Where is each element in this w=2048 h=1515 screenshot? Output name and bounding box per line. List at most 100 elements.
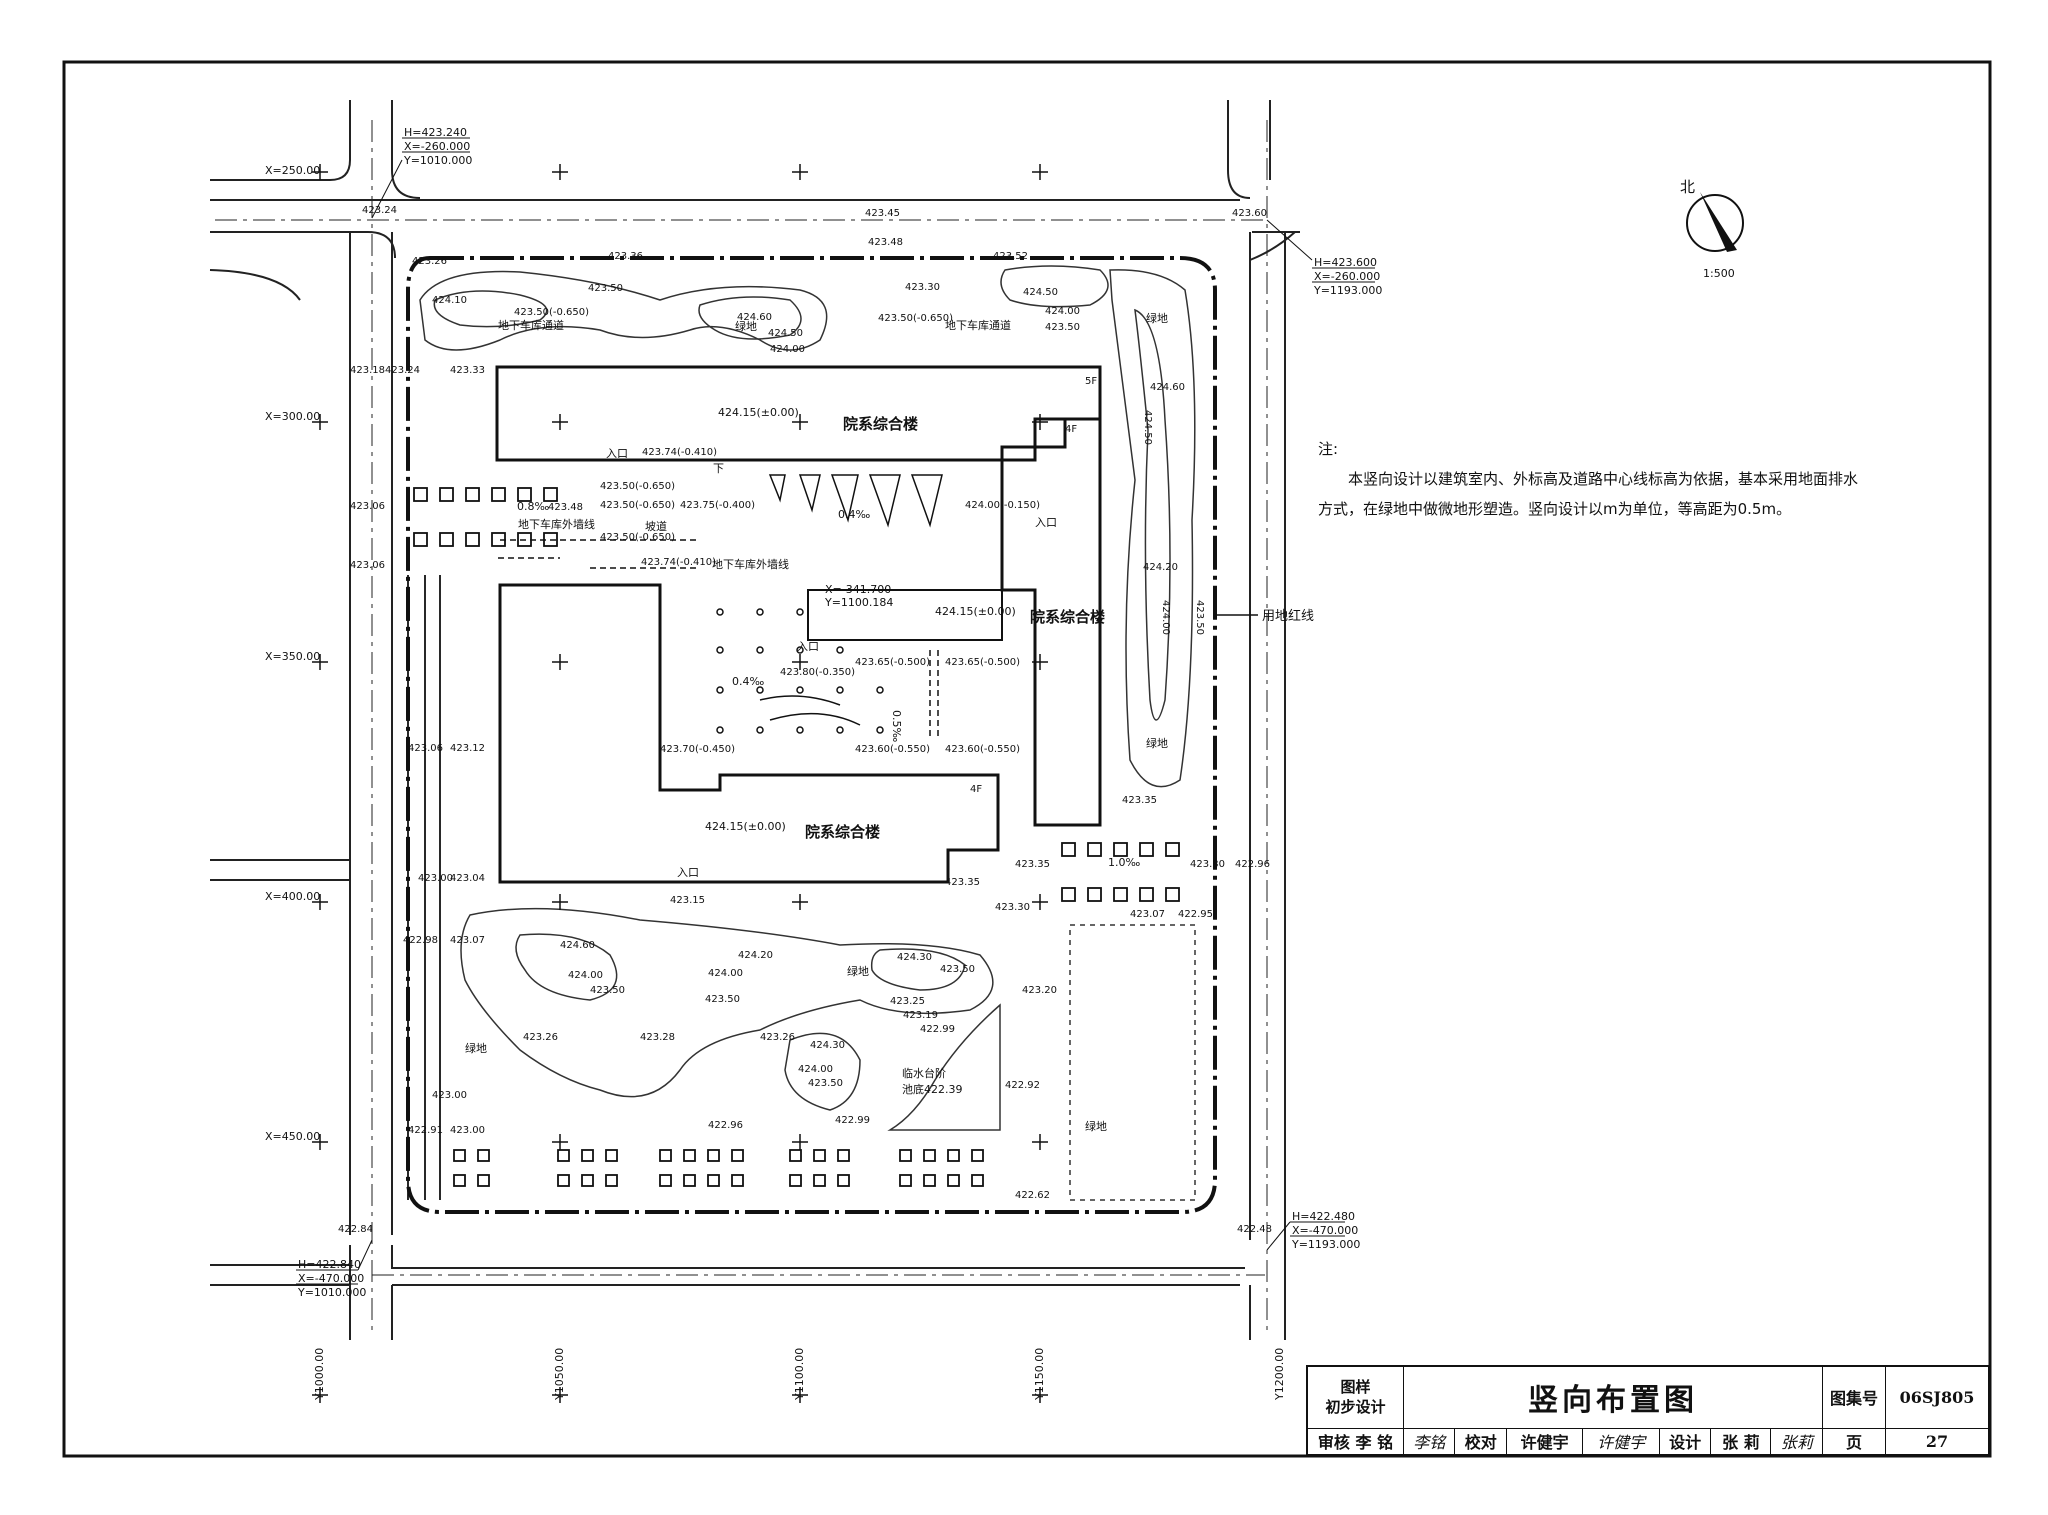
ramp-passage-label: 地下车库通道 bbox=[945, 318, 1011, 332]
elevation-point: 423.50 bbox=[940, 964, 975, 975]
elevation-point: 423.52 bbox=[993, 251, 1028, 262]
notes-line-1: 本竖向设计以建筑室内、外标高及道路中心线标高为依据，基本采用地面排水 bbox=[1348, 470, 1859, 488]
elevation-point: 423.00 bbox=[418, 873, 453, 884]
coord-point-y: Y=1100.184 bbox=[824, 596, 893, 609]
coord-tr-h: H=423.600 bbox=[1314, 256, 1377, 269]
elevation-point: 423.12 bbox=[450, 743, 485, 754]
grid-y-labels: Y1000.00 Y1050.00 Y1100.00 Y1150.00 Y120… bbox=[313, 1348, 1286, 1401]
elevation-point: 423.60(-0.550) bbox=[855, 744, 930, 755]
design-notes: 注: 本竖向设计以建筑室内、外标高及道路中心线标高为依据，基本采用地面排水 方式… bbox=[1318, 434, 1918, 524]
elevation-point: 423.20 bbox=[1022, 985, 1057, 996]
plaza-features bbox=[498, 474, 943, 740]
greenland-label: 绿地 bbox=[1146, 311, 1168, 325]
coord-tr-x: X=-260.000 bbox=[1314, 270, 1380, 283]
elevation-point: 422.62 bbox=[1015, 1190, 1050, 1201]
elevation-point: 423.07 bbox=[450, 935, 485, 946]
building-north bbox=[495, 365, 1102, 462]
pool-bottom-label: 池底422.39 bbox=[902, 1082, 963, 1096]
elevation-point: 424.60 bbox=[1150, 382, 1185, 393]
ramp-passage-label: 地下车库通道 bbox=[498, 318, 564, 332]
elevation-point: 423.50 bbox=[588, 283, 623, 294]
north-arrow-circle bbox=[1686, 194, 1744, 252]
elevation-point: 423.74(-0.410) bbox=[642, 447, 717, 458]
elevation-point: 423.50 bbox=[590, 985, 625, 996]
elevation-point: 424.00 bbox=[798, 1064, 833, 1075]
coord-br-x: X=-470.000 bbox=[1292, 1224, 1358, 1237]
elevation-point: 424.50 bbox=[768, 328, 803, 339]
scale-label: 1:500 bbox=[1703, 267, 1735, 280]
design-label: 设计 bbox=[1658, 1427, 1712, 1456]
elevation-point: 422.99 bbox=[835, 1115, 870, 1126]
elevation-point: 423.26 bbox=[412, 256, 447, 267]
grid-y-label: Y1150.00 bbox=[1033, 1348, 1046, 1401]
atlas-number: 06SJ805 bbox=[1885, 1365, 1990, 1429]
elevation-point: 424.00 bbox=[1045, 306, 1080, 317]
down-label: 下 bbox=[713, 462, 724, 475]
road-network bbox=[209, 100, 1300, 1340]
elevation-point: 422.96 bbox=[1235, 859, 1270, 870]
elevation-point: 423.30 bbox=[1190, 859, 1225, 870]
elevation-point: 423.07 bbox=[1130, 909, 1165, 920]
elevation-point: 423.28 bbox=[640, 1032, 675, 1043]
elevation-point: 423.50 bbox=[808, 1078, 843, 1089]
site-boundary bbox=[406, 256, 1217, 1214]
elevation-point: 423.30 bbox=[995, 902, 1030, 913]
elevation-point: 424.00(-0.150) bbox=[965, 500, 1040, 511]
grid-x-label: X=300.00 bbox=[265, 410, 320, 423]
elevation-point: 423.65(-0.500) bbox=[855, 657, 930, 668]
elevation-point: 423.06 bbox=[350, 501, 385, 512]
elevation-point: 424.00 bbox=[770, 344, 805, 355]
drawing-title: 竖向布置图 bbox=[1403, 1365, 1823, 1429]
elevation-point: 423.75(-0.400) bbox=[680, 500, 755, 511]
coord-tl-x: X=-260.000 bbox=[404, 140, 470, 153]
elevation-point: 423.26 bbox=[760, 1032, 795, 1043]
elevation-point: 423.65(-0.500) bbox=[945, 657, 1020, 668]
elevation-point: 423.60 bbox=[1232, 208, 1267, 219]
elevation-point: 423.06 bbox=[408, 743, 443, 754]
stage-line-2: 初步设计 bbox=[1325, 1398, 1386, 1417]
elevation-point: 424.60 bbox=[560, 940, 595, 951]
elevation-point: 422.99 bbox=[920, 1024, 955, 1035]
slope-label: 0.5‰ bbox=[890, 710, 903, 742]
review-cell: 审核 李 铭 bbox=[1306, 1427, 1404, 1456]
building-elev: 424.15(±0.00) bbox=[718, 406, 799, 419]
elevation-point: 424.30 bbox=[810, 1040, 845, 1051]
site-labels: 入口 入口 入口 入口 绿地 绿地 绿地 绿地 绿地 绿地 地下车库通道 地下车… bbox=[465, 311, 1314, 1133]
coord-bl-y: Y=1010.000 bbox=[297, 1286, 366, 1299]
elevation-point: 424.00 bbox=[568, 970, 603, 981]
elevation-point: 424.30 bbox=[897, 952, 932, 963]
elevation-point: 423.25 bbox=[890, 996, 925, 1007]
entrance-label: 入口 bbox=[797, 640, 819, 653]
elevation-point: 422.95 bbox=[1178, 909, 1213, 920]
building-floors: 5F bbox=[1085, 376, 1097, 387]
elevation-point: 423.06 bbox=[350, 560, 385, 571]
check-signature: 许健宇 bbox=[1582, 1427, 1660, 1456]
page-number: 27 bbox=[1885, 1427, 1990, 1456]
coord-bl-h: H=422.840 bbox=[298, 1258, 361, 1271]
check-label: 校对 bbox=[1454, 1427, 1507, 1456]
elevation-point: 423.48 bbox=[548, 502, 583, 513]
elevation-point: 423.35 bbox=[1015, 859, 1050, 870]
title-block: 图样 初步设计 竖向布置图 图集号 06SJ805 审核 李 铭 李铭 校对 许… bbox=[1306, 1365, 1990, 1456]
elevation-point: 423.35 bbox=[1122, 795, 1157, 806]
review-name: 李 铭 bbox=[1355, 1433, 1394, 1453]
notes-line-2: 方式，在绿地中做微地形塑造。竖向设计以m为单位，等高距为0.5m。 bbox=[1318, 500, 1792, 518]
coord-tl-h: H=423.240 bbox=[404, 126, 467, 139]
page-label: 页 bbox=[1822, 1427, 1886, 1456]
elevation-point: 423.00 bbox=[432, 1090, 467, 1101]
drawing-frame bbox=[62, 60, 1992, 1458]
elevation-point: 423.19 bbox=[903, 1010, 938, 1021]
grid-crosses bbox=[312, 164, 1048, 1403]
elevation-point: 422.92 bbox=[1005, 1080, 1040, 1091]
elevation-point: 423.35 bbox=[945, 877, 980, 888]
design-name: 张 莉 bbox=[1710, 1427, 1772, 1456]
north-label: 北 bbox=[1680, 178, 1695, 196]
elevation-point: 423.50(-0.650) bbox=[878, 313, 953, 324]
notes-heading: 注: bbox=[1318, 440, 1339, 458]
design-signature: 张莉 bbox=[1770, 1427, 1823, 1456]
entrance-label: 入口 bbox=[606, 447, 628, 460]
elevation-point: 424.20 bbox=[738, 950, 773, 961]
atlas-label: 图集号 bbox=[1822, 1365, 1886, 1429]
elevation-point: 423.50(-0.650) bbox=[514, 307, 589, 318]
